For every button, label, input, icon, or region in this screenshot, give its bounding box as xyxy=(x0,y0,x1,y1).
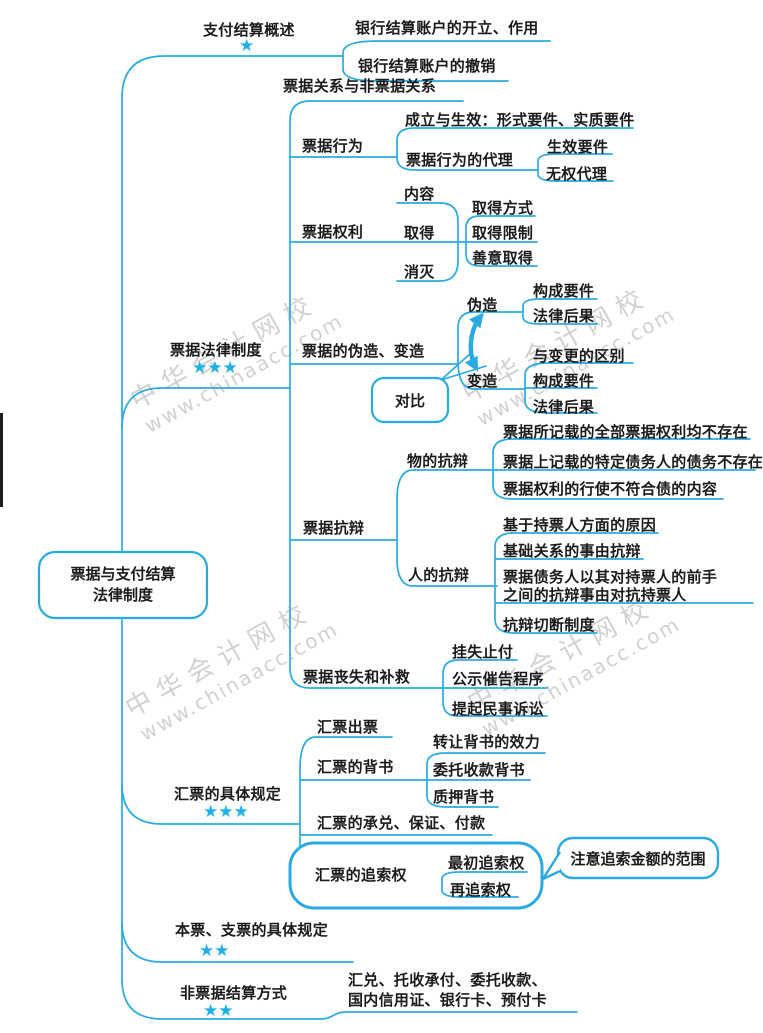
bracket-bank-accounts xyxy=(342,40,551,82)
forge-alter-arrow xyxy=(464,312,484,372)
topic-endorse-collect[interactable]: 委托收款背书 xyxy=(433,761,525,779)
topic-nonbill-settlement[interactable]: 非票据结算方式 xyxy=(180,984,288,1002)
topic-forge-consequence[interactable]: 法律后果 xyxy=(533,307,595,325)
bracket-loss xyxy=(442,659,548,717)
topic-recourse-initial[interactable]: 最初追索权 xyxy=(448,854,525,872)
compare-label[interactable]: 对比 xyxy=(394,391,425,410)
topic-agency-effective[interactable]: 生效要件 xyxy=(547,138,609,156)
branch-line-note xyxy=(121,921,354,963)
topic-behavior-agency[interactable]: 票据行为的代理 xyxy=(406,151,514,169)
topic-alter-elements[interactable]: 构成要件 xyxy=(533,372,595,390)
topic-forge-elements[interactable]: 构成要件 xyxy=(533,282,595,300)
bracket-defense xyxy=(396,469,756,587)
topic-rights-acquire[interactable]: 取得 xyxy=(404,224,435,242)
compare-box[interactable] xyxy=(370,376,450,424)
topic-bill-defense[interactable]: 票据抗辩 xyxy=(303,519,365,537)
bracket-billlaw xyxy=(289,100,548,689)
topic-personal-defense[interactable]: 人的抗辩 xyxy=(408,566,470,584)
topic-personal-defense-1[interactable]: 基于持票人方面的原因 xyxy=(503,516,657,534)
topic-personal-defense-2[interactable]: 基础关系的事由抗辩 xyxy=(503,542,641,560)
bracket-alter xyxy=(524,362,634,414)
bracket-agency xyxy=(537,153,614,182)
topic-loss-public-notice[interactable]: 公示催告程序 xyxy=(452,670,544,688)
callout-pointer xyxy=(541,851,562,881)
topic-bill-rights[interactable]: 票据权利 xyxy=(302,223,364,241)
left-edge-bar xyxy=(0,413,3,507)
priority-stars: ★★ xyxy=(203,1001,234,1021)
bracket-acquire xyxy=(465,215,538,267)
topic-forge[interactable]: 伪造 xyxy=(467,296,498,314)
topic-alter-diff[interactable]: 与变更的区别 xyxy=(533,347,625,365)
bracket-rights xyxy=(396,202,459,282)
topic-defense-cutoff[interactable]: 抗辩切断制度 xyxy=(503,616,595,634)
topic-bill-behavior[interactable]: 票据行为 xyxy=(302,137,364,155)
topic-loss-lawsuit[interactable]: 提起民事诉讼 xyxy=(452,700,544,718)
branch-line-billlaw xyxy=(121,387,291,429)
topic-endorse-transfer[interactable]: 转让背书的效力 xyxy=(433,733,541,751)
topic-personal-defense-3b[interactable]: 之间的抗辩事由对抗持票人 xyxy=(503,586,687,604)
topic-nonbill-methods-line2[interactable]: 国内信用证、银行卡、预付卡 xyxy=(348,991,547,1009)
topic-acquire-method[interactable]: 取得方式 xyxy=(472,199,534,217)
branch-line-draft xyxy=(121,783,301,825)
bracket-forge xyxy=(522,298,598,325)
topic-note-cheque-rules[interactable]: 本票、支票的具体规定 xyxy=(175,921,329,939)
root-topic-box[interactable] xyxy=(37,550,209,620)
topic-agency-unauthorized[interactable]: 无权代理 xyxy=(546,165,608,183)
topic-bill-loss[interactable]: 票据丧失和补救 xyxy=(303,668,411,686)
bracket-real-defense xyxy=(492,438,751,500)
priority-stars: ★★ xyxy=(199,941,230,961)
topic-bank-account-open[interactable]: 银行结算账户的开立、作用 xyxy=(355,19,539,37)
topic-bill-relation[interactable]: 票据关系与非票据关系 xyxy=(283,77,437,95)
topic-real-defense-3[interactable]: 票据权利的行使不符合债的内容 xyxy=(503,480,718,498)
topic-draft-accept[interactable]: 汇票的承兑、保证、付款 xyxy=(317,814,486,832)
topic-establish-effective[interactable]: 成立与生效：形式要件、实质要件 xyxy=(405,111,635,129)
topic-real-defense-1[interactable]: 票据所记载的全部票据权利均不存在 xyxy=(503,423,748,441)
topic-acquire-limit[interactable]: 取得限制 xyxy=(472,224,534,242)
bracket-behavior xyxy=(396,127,634,171)
topic-draft-endorse[interactable]: 汇票的背书 xyxy=(317,758,394,776)
recourse-highlight-box[interactable] xyxy=(288,841,544,910)
bracket-recourse xyxy=(441,871,528,898)
topic-rights-content[interactable]: 内容 xyxy=(404,185,435,203)
topic-loss-stop-payment[interactable]: 挂失止付 xyxy=(452,643,514,661)
recourse-callout[interactable]: 注意追索金额的范围 xyxy=(570,849,706,868)
topic-endorse-pledge[interactable]: 质押背书 xyxy=(433,788,495,806)
bracket-endorse xyxy=(426,752,546,808)
topic-draft-recourse[interactable]: 汇票的追索权 xyxy=(315,866,407,884)
topic-acquire-goodfaith[interactable]: 善意取得 xyxy=(472,249,534,267)
billlaw-child-underlines xyxy=(289,156,538,541)
topic-draft-issue[interactable]: 汇票出票 xyxy=(317,718,379,736)
topic-real-defense[interactable]: 物的抗辩 xyxy=(407,452,469,470)
topic-bank-account-cancel[interactable]: 银行结算账户的撤销 xyxy=(358,57,496,75)
branch-line-nonbill xyxy=(121,619,578,1020)
topic-payment-overview[interactable]: 支付结算概述 xyxy=(203,21,295,39)
priority-stars: ★★★ xyxy=(203,802,249,822)
priority-stars: ★★★ xyxy=(192,358,238,378)
topic-draft-rules[interactable]: 汇票的具体规定 xyxy=(174,785,282,803)
topic-recourse-again[interactable]: 再追索权 xyxy=(450,881,512,899)
bracket-personal-defense xyxy=(494,532,754,634)
topic-forgery-alteration[interactable]: 票据的伪造、变造 xyxy=(302,342,425,360)
priority-stars: ★ xyxy=(239,36,255,56)
topic-personal-defense-3[interactable]: 票据债务人以其对持票人的前手 xyxy=(503,568,718,586)
branch-line-overview xyxy=(121,55,344,553)
topic-rights-extinguish[interactable]: 消灭 xyxy=(404,263,435,281)
topic-real-defense-2[interactable]: 票据上记载的特定债务人的债务不存在 xyxy=(503,453,763,471)
topic-alter-consequence[interactable]: 法律后果 xyxy=(533,398,595,416)
topic-alter[interactable]: 变造 xyxy=(467,372,498,390)
topic-bill-law[interactable]: 票据法律制度 xyxy=(170,341,262,359)
topic-nonbill-methods-line1[interactable]: 汇兑、托收承付、委托收款、 xyxy=(348,971,547,989)
root-topic[interactable]: 票据与支付结算 法律制度 xyxy=(70,565,176,604)
